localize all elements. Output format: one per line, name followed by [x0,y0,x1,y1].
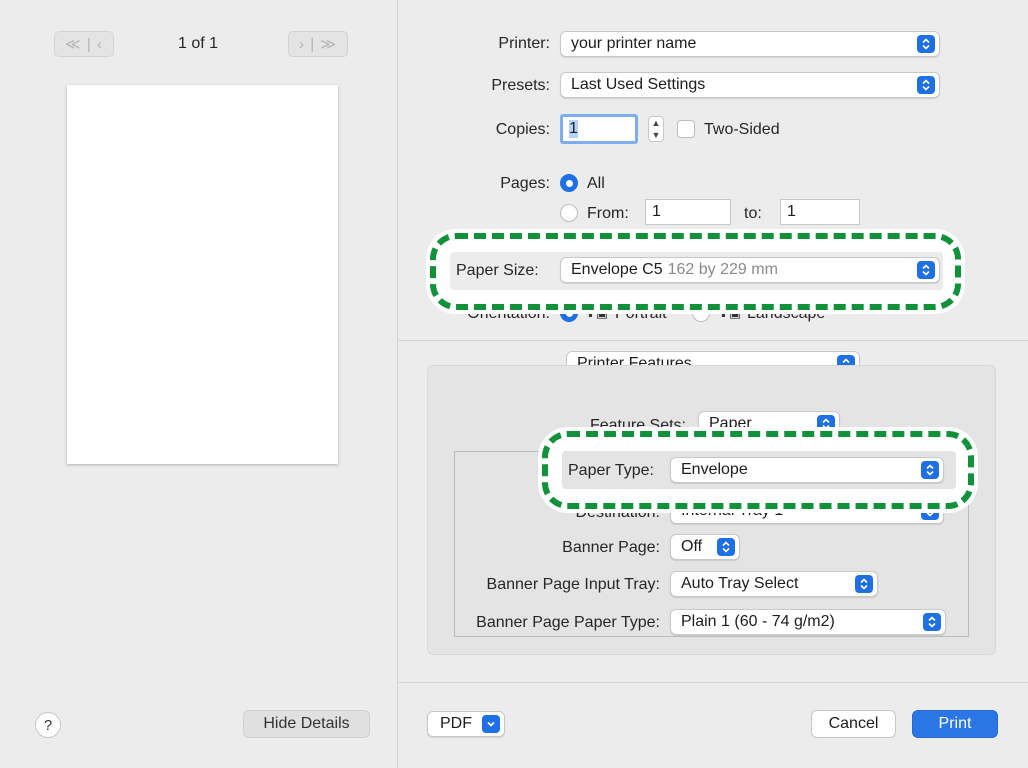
paper-size-name: Envelope C5 [571,261,663,278]
two-sided-checkbox[interactable] [677,120,695,138]
banner-input-tray-value: Auto Tray Select [681,575,799,592]
paper-type-value: Envelope [681,461,748,478]
chevron-updown-icon [817,415,835,433]
separator [398,340,1028,341]
chevron-updown-icon [917,261,935,279]
page-preview [67,85,338,464]
next-page-button[interactable]: › | ≫ [288,31,348,57]
paper-type-popup[interactable]: Envelope [670,457,944,483]
pages-from-label: From: [587,205,629,222]
banner-paper-type-value: Plain 1 (60 - 74 g/m2) [681,613,835,630]
presets-label: Presets: [491,77,550,94]
feature-sets-value: Paper [709,415,752,432]
copies-field[interactable]: 1 [560,114,638,144]
footer-separator [398,682,1028,683]
pages-label: Pages: [500,175,550,192]
two-sided-label: Two-Sided [704,121,780,138]
chevron-updown-icon [717,538,735,556]
chevron-down-icon [482,715,500,733]
hide-details-button[interactable]: Hide Details [243,710,370,738]
pages-from-radio[interactable] [560,204,578,222]
pages-from-field[interactable]: 1 [645,199,731,225]
print-button[interactable]: Print [912,710,998,738]
page-counter: 1 of 1 [178,35,219,52]
pages-all-radio[interactable] [560,174,578,192]
banner-input-tray-popup[interactable]: Auto Tray Select [670,571,878,597]
paper-size-popup[interactable]: Envelope C5 162 by 229 mm [560,257,940,283]
chevron-updown-icon [917,35,935,53]
copies-value: 1 [569,120,578,138]
pages-to-label: to: [744,205,762,222]
chevron-updown-icon [923,613,941,631]
presets-value: Last Used Settings [571,76,706,93]
pdf-label: PDF [440,715,472,732]
banner-paper-type-popup[interactable]: Plain 1 (60 - 74 g/m2) [670,609,946,635]
preview-pane: ≪ | ‹ 1 of 1 › | ≫ ? Hide Details [0,0,398,768]
pages-all-label: All [587,175,605,192]
banner-page-value: Off [681,538,703,555]
pages-to-field[interactable]: 1 [780,199,860,225]
paper-size-dims: 162 by 229 mm [667,261,778,278]
settings-pane: Printer: your printer name Presets: Last… [398,0,1028,768]
banner-page-label: Banner Page: [562,539,660,556]
banner-page-popup[interactable]: Off [670,534,740,560]
pages-from-value: 1 [652,203,661,220]
copies-stepper[interactable]: ▲▼ [648,116,664,142]
banner-paper-type-label: Banner Page Paper Type: [476,614,660,631]
paper-type-label: Paper Type: [568,462,654,479]
previous-page-button[interactable]: ≪ | ‹ [54,31,114,57]
cancel-button[interactable]: Cancel [811,710,896,738]
feature-sets-label: Feature Sets: [589,417,686,434]
printer-value: your printer name [571,35,697,52]
chevron-updown-icon [921,461,939,479]
banner-input-tray-label: Banner Page Input Tray: [486,576,660,593]
pages-to-value: 1 [787,203,796,220]
paper-size-label: Paper Size: [456,262,539,279]
printer-popup[interactable]: your printer name [560,31,940,57]
pdf-menu-button[interactable]: PDF [427,711,505,737]
printer-label: Printer: [498,35,550,52]
copies-label: Copies: [495,121,550,138]
chevron-updown-icon [855,575,873,593]
chevron-updown-icon [917,76,935,94]
presets-popup[interactable]: Last Used Settings [560,72,940,98]
help-button[interactable]: ? [35,712,61,738]
